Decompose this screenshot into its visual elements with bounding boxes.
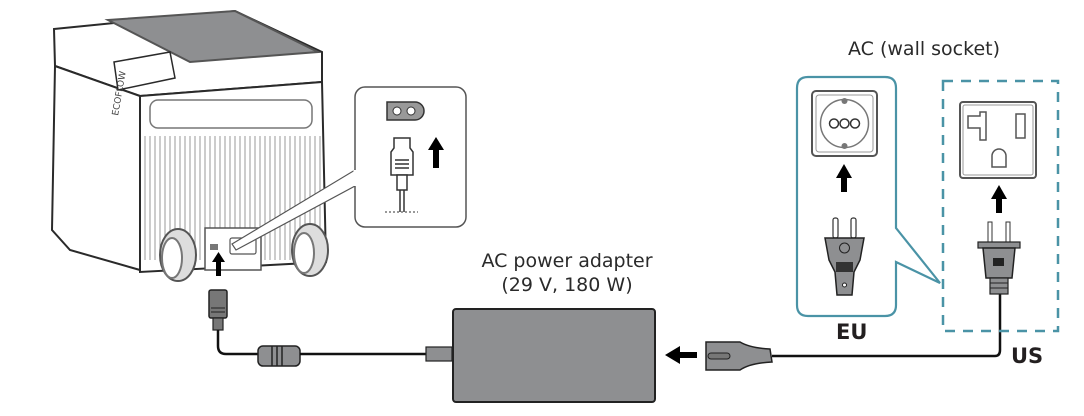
dc-port-closeup <box>386 101 425 121</box>
wheel-right <box>291 223 329 277</box>
adapter-label: AC power adapter (29 V, 180 W) <box>474 249 660 297</box>
ac-cable <box>772 290 1002 358</box>
arrow-left-icon <box>665 346 697 364</box>
us-label: US <box>1011 344 1044 368</box>
adapter-label-rating: (29 V, 180 W) <box>501 274 633 296</box>
dc-cable <box>216 330 264 356</box>
arrow-up-icon <box>212 252 225 276</box>
cooler-unit <box>50 9 329 282</box>
us-socket <box>959 101 1037 179</box>
ferrite-core <box>257 345 301 367</box>
dc-plug <box>208 289 228 331</box>
wheel-left <box>159 228 197 282</box>
ac-power-adapter <box>452 308 656 403</box>
port-callout <box>231 86 467 251</box>
adapter-strain-relief <box>425 346 453 362</box>
arrow-up-icon <box>991 185 1007 213</box>
us-plug <box>977 221 1021 295</box>
eu-label: EU <box>836 320 868 344</box>
adapter-label-name: AC power adapter <box>481 250 653 272</box>
wall-socket-label: AC (wall socket) <box>848 38 1001 60</box>
dc-plug-closeup <box>385 137 418 213</box>
eu-socket <box>811 90 878 157</box>
dc-input-port <box>210 244 218 250</box>
ac-cord-connector <box>705 341 773 371</box>
us-callout <box>941 79 1060 333</box>
arrow-up-icon <box>836 164 852 192</box>
arrow-up-icon <box>428 137 444 168</box>
eu-plug <box>824 217 865 296</box>
